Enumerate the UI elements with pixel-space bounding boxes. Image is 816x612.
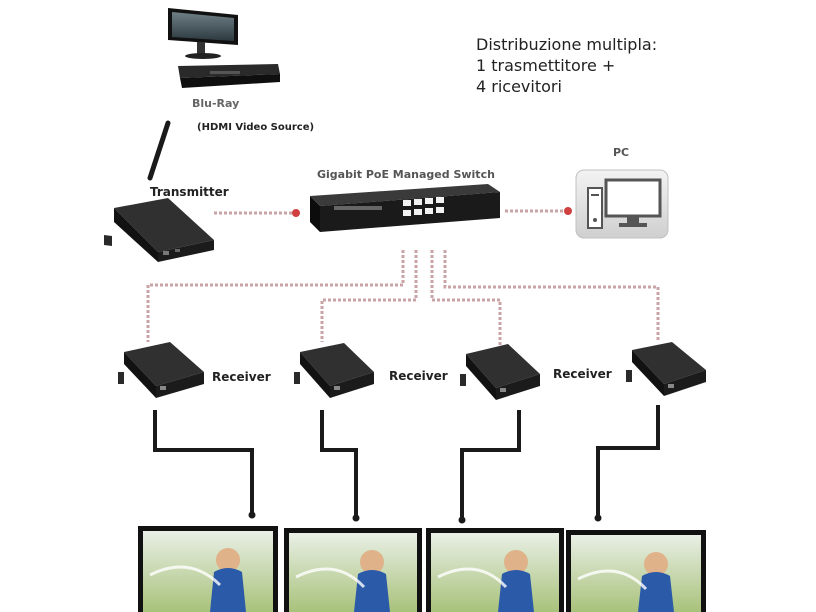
cable-connector-dot [292, 209, 300, 217]
hdmi-cable-source [147, 120, 171, 181]
tv-screen-icon [284, 528, 422, 612]
source-label: Blu-Ray [192, 97, 240, 110]
transmitter-device-icon [104, 198, 214, 262]
receiver-label: Receiver [553, 367, 612, 381]
transmitter-label: Transmitter [150, 185, 229, 199]
tv-screen-icon [426, 528, 564, 612]
receiver-device-icon [460, 344, 540, 400]
receiver-device-icon [626, 342, 706, 396]
title-line-2: 1 trasmettitore + [476, 56, 616, 75]
cable-connector-dot [564, 207, 572, 215]
title-line-1: Distribuzione multipla: [476, 35, 658, 54]
network-cables-receivers [146, 250, 660, 345]
source-subtitle: (HDMI Video Source) [197, 122, 315, 133]
pc-label: PC [613, 146, 630, 159]
cable-end-dot [458, 516, 466, 524]
tv-screen-icon [138, 526, 278, 612]
receiver-label: Receiver [212, 370, 271, 384]
cable-end-dot [248, 511, 256, 519]
cable-end-dot [594, 514, 602, 522]
pc-icon [575, 169, 669, 239]
bluray-player-icon [178, 64, 280, 88]
receiver-label: Receiver [389, 369, 448, 383]
receiver-device-icon [118, 342, 204, 398]
network-switch-icon [310, 184, 500, 232]
hdmi-cables-tvs [153, 405, 660, 520]
title-line-3: 4 ricevitori [476, 77, 562, 96]
monitor-icon [168, 8, 238, 59]
receiver-device-icon [294, 343, 374, 398]
switch-label: Gigabit PoE Managed Switch [317, 168, 495, 181]
cable-end-dot [352, 514, 360, 522]
diagram-title: Distribuzione multipla: 1 trasmettitore … [476, 34, 657, 97]
tv-screen-icon [566, 530, 706, 612]
